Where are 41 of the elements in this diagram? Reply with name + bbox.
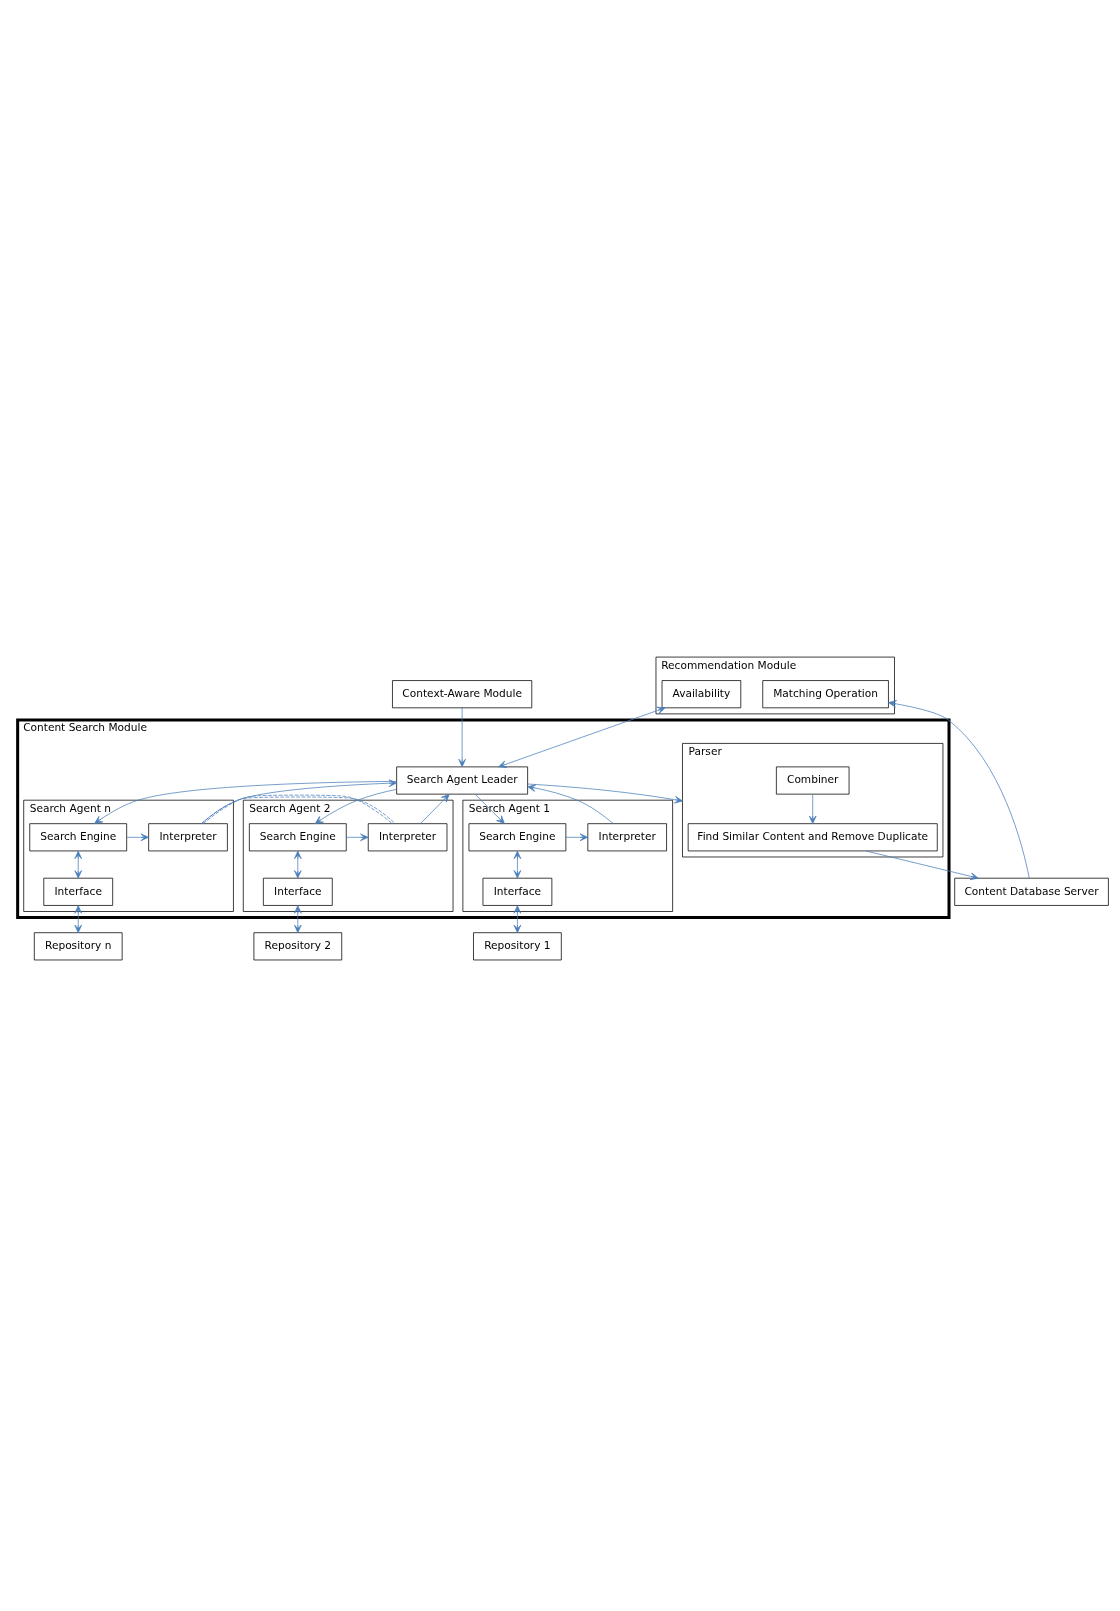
arrow <box>294 850 302 879</box>
arrow <box>201 779 397 824</box>
node-box: Interpreter <box>587 823 667 852</box>
node-box: Interpreter <box>367 823 448 852</box>
node-box: Search Agent Leader <box>396 766 528 795</box>
arrow <box>888 700 1030 879</box>
arrow <box>294 905 302 933</box>
node-box: Matching Operation <box>762 680 889 709</box>
arrow <box>420 794 450 824</box>
arrow <box>126 833 149 842</box>
arrow <box>513 905 522 933</box>
arrow <box>314 789 397 824</box>
node-box: Search Engine <box>248 823 347 852</box>
node-box: Repository 1 <box>473 932 562 961</box>
node-box: Availability <box>661 680 742 709</box>
arrow <box>458 707 466 768</box>
arrow <box>474 794 505 824</box>
node-box: Interface <box>482 877 553 906</box>
node-box: Interpreter <box>148 823 228 852</box>
node-box: Interface <box>43 877 114 906</box>
arrow <box>94 781 397 824</box>
arrow <box>498 706 666 768</box>
arrow <box>74 850 82 879</box>
connector <box>201 794 396 825</box>
arrow <box>527 783 683 804</box>
node-box: Combiner <box>776 766 850 795</box>
node-box: Interface <box>263 877 333 906</box>
arrow <box>345 833 369 842</box>
node-box: Search Engine <box>468 823 567 852</box>
node-box: Search Engine <box>29 823 128 852</box>
arrow <box>513 850 522 879</box>
arrow <box>865 850 979 881</box>
node-box: Repository 2 <box>253 932 343 961</box>
arrow <box>74 905 82 933</box>
node-box: Context-Aware Module <box>392 680 533 709</box>
node-box: Repository n <box>33 932 123 961</box>
node-box: Content Database Server <box>954 877 1109 906</box>
arrow <box>527 784 614 824</box>
node-box: Find Similar Content and Remove Duplicate <box>687 823 938 852</box>
arrow <box>565 833 589 842</box>
arrow <box>808 794 817 824</box>
